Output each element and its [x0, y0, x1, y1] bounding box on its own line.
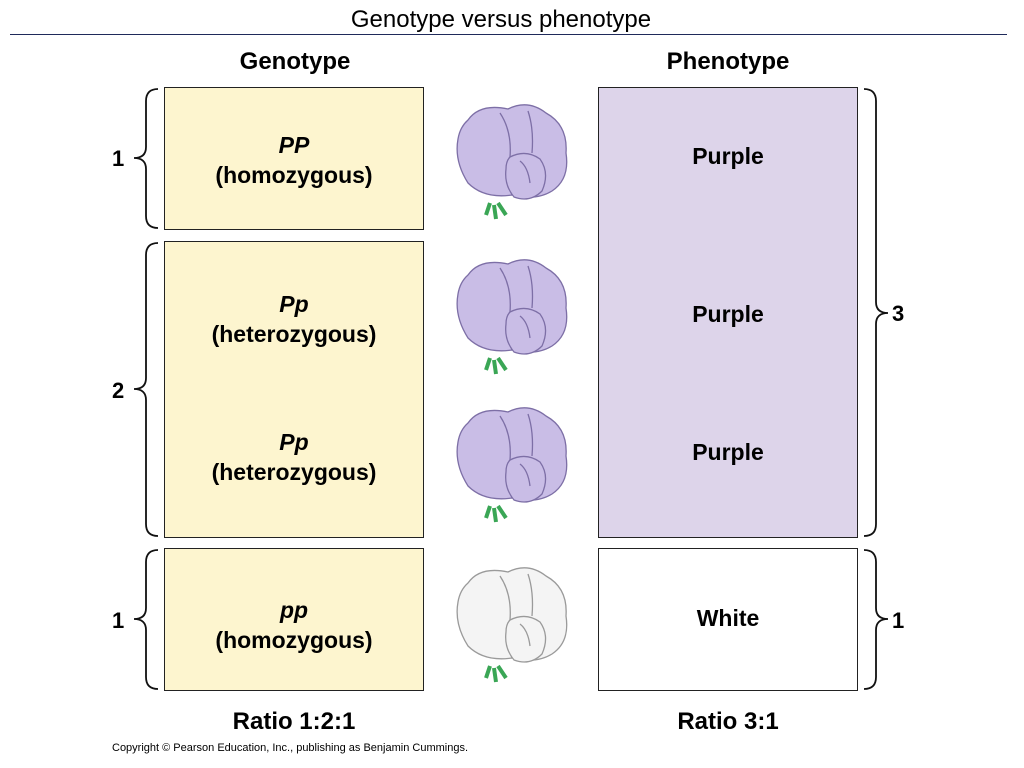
flower-purple-2: [456, 259, 568, 375]
brace-right-2: [863, 549, 889, 690]
pea-flower-icon: [456, 104, 568, 220]
phenotype-label-4: White: [696, 605, 760, 631]
phenotype-box-purple: Purple Purple Purple: [598, 87, 858, 538]
allele: Pp: [279, 291, 309, 317]
flower-purple-1: [456, 104, 568, 220]
genotype-box-1: PP (homozygous): [164, 87, 424, 230]
allele: PP: [278, 132, 310, 158]
brace-left-3: [133, 549, 159, 690]
phenotype-label-2: Purple: [692, 301, 764, 327]
zygosity: (heterozygous): [211, 321, 377, 347]
phenotype-label-1: Purple: [692, 143, 764, 169]
phenotype-braces: [863, 88, 889, 690]
genotype-label-4: pp (homozygous): [165, 595, 423, 655]
phenotype-count-2: 1: [892, 608, 905, 633]
genotype-box-3: pp (homozygous): [164, 548, 424, 691]
pea-flower-icon: [456, 259, 568, 375]
phenotype-count-1: 3: [892, 301, 905, 326]
phenotype-label-3: Purple: [692, 439, 764, 465]
phenotype-box-white: White: [598, 548, 858, 691]
phenotype-ratio: Ratio 3:1: [677, 708, 779, 735]
genotype-label-1: PP (homozygous): [165, 130, 423, 190]
genotype-header: Genotype: [239, 48, 351, 75]
pea-flower-icon: [456, 407, 568, 523]
brace-left-1: [133, 88, 159, 229]
genotype-braces: [133, 88, 159, 690]
genotype-ratio: Ratio 1:2:1: [232, 708, 356, 735]
genotype-count-1: 1: [112, 146, 125, 171]
allele: Pp: [279, 429, 309, 455]
copyright-notice: Copyright © Pearson Education, Inc., pub…: [112, 742, 469, 754]
pea-flower-icon: [456, 567, 568, 683]
title-divider: [10, 34, 1007, 35]
phenotype-header: Phenotype: [666, 48, 790, 75]
flower-purple-3: [456, 407, 568, 523]
genotype-count-2: 2: [112, 378, 125, 403]
genotype-count-3: 1: [112, 608, 125, 633]
zygosity: (homozygous): [215, 162, 373, 188]
flower-white: [456, 567, 568, 683]
brace-right-1: [863, 88, 889, 537]
zygosity: (heterozygous): [211, 459, 377, 485]
genotype-label-2: Pp (heterozygous): [165, 289, 423, 349]
genotype-box-2: Pp (heterozygous) Pp (heterozygous): [164, 241, 424, 538]
brace-left-2: [133, 242, 159, 537]
zygosity: (homozygous): [215, 627, 373, 653]
allele: pp: [279, 597, 309, 623]
slide-title: Genotype versus phenotype: [350, 6, 652, 33]
genotype-label-3: Pp (heterozygous): [165, 427, 423, 487]
